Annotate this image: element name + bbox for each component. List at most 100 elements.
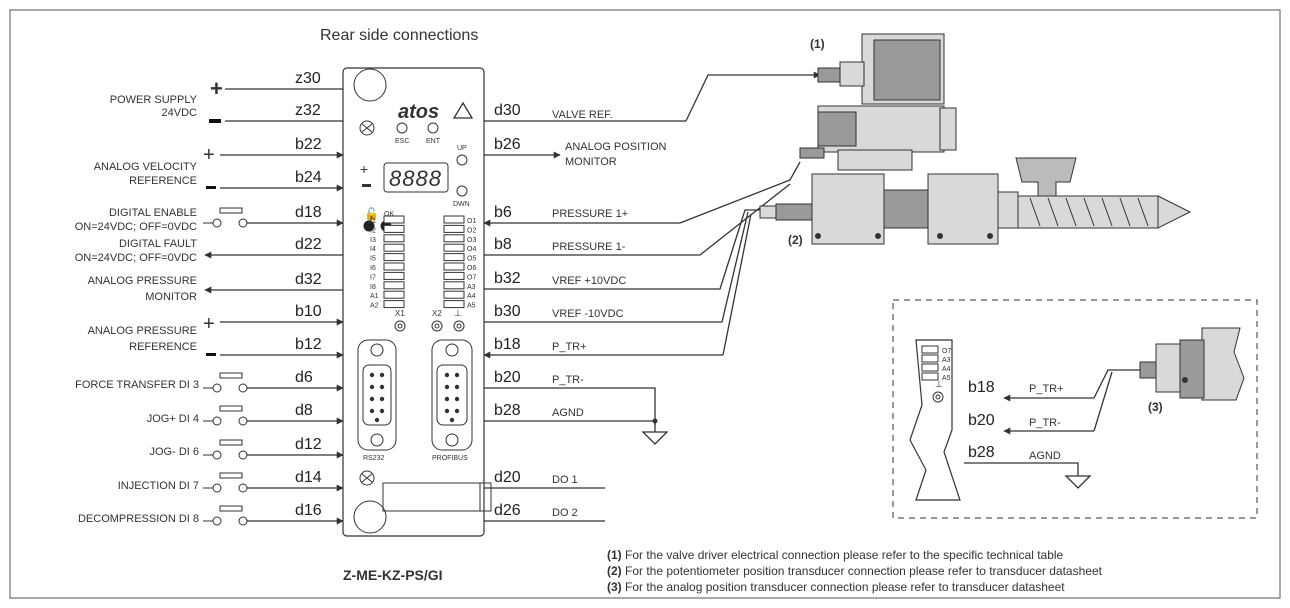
led-label: I2 [370, 227, 376, 234]
ground-socket[interactable] [453, 320, 465, 332]
esc-button[interactable] [396, 122, 408, 134]
lock-icon: 🔓 [364, 207, 379, 221]
dwn-button[interactable] [456, 185, 468, 197]
pin-b6: b6 [494, 204, 512, 221]
x1-label: X1 [395, 309, 405, 318]
pin-d6: d6 [295, 369, 313, 386]
led-label: I4 [370, 246, 376, 253]
pin-b12: b12 [295, 336, 322, 353]
led-indicator [383, 262, 405, 271]
profibus-connector[interactable] [431, 339, 473, 451]
output-slot [382, 482, 492, 512]
pin-b8: b8 [494, 236, 512, 253]
led-indicator [383, 224, 405, 233]
pin-d16: d16 [295, 502, 322, 519]
svg-text:+: + [203, 144, 215, 166]
led-indicator [383, 290, 405, 299]
led-indicator [383, 271, 405, 280]
bottom-mount-hole [353, 500, 387, 534]
led-indicator [443, 234, 465, 243]
svg-text:+: + [203, 313, 215, 335]
pin-b28: b28 [494, 402, 521, 419]
label-agnd: AGND [552, 407, 584, 419]
top-screw-icon [359, 120, 375, 136]
inset-label-agnd: AGND [1029, 450, 1061, 462]
ent-button[interactable] [427, 122, 439, 134]
inset-led-indicator [921, 363, 939, 372]
switch-contact [219, 372, 243, 379]
pin-b24: b24 [295, 169, 322, 186]
label-jog-minus: JOG- DI 6 [149, 446, 199, 458]
x2-socket[interactable] [431, 320, 443, 332]
label-analog-pressure-ref: ANALOG PRESSURE [88, 325, 197, 337]
label-analog-position-monitor: MONITOR [565, 156, 617, 168]
label-analog-pressure-ref-2: REFERENCE [129, 341, 197, 353]
inset-led-indicator [921, 354, 939, 363]
led-indicator [383, 253, 405, 262]
up-button[interactable] [456, 154, 468, 166]
label-vref-plus: VREF +10VDC [552, 275, 626, 287]
led-label: A5 [467, 303, 476, 310]
led-indicator [383, 234, 405, 243]
left-wiring: + z30 z32 + b22 b24 d18 d22 d32 + b10 b1… [203, 70, 344, 526]
footnotes: (1) For the valve driver electrical conn… [607, 548, 1103, 594]
rs232-connector[interactable] [357, 339, 397, 451]
inset-led-label: A5 [942, 375, 951, 382]
led-label: I1 [370, 218, 376, 225]
led-indicator [383, 300, 405, 309]
led-label: O3 [467, 237, 476, 244]
page-title: Rear side connections [320, 27, 478, 44]
switch-contact [219, 439, 243, 446]
callout-1: (1) [810, 37, 825, 51]
brand-triangle-icon [452, 101, 474, 119]
led-indicator [443, 271, 465, 280]
note-2: (2) For the potentiometer position trans… [607, 564, 1103, 578]
x2-label: X2 [432, 309, 442, 318]
label-ptr-minus: P_TR- [552, 374, 584, 386]
led-label: O7 [467, 274, 476, 281]
led-label: A1 [370, 293, 379, 300]
led-indicator [443, 253, 465, 262]
label-force-transfer: FORCE TRANSFER DI 3 [75, 379, 199, 391]
left-labels: POWER SUPPLY 24VDC ANALOG VELOCITY REFER… [75, 94, 199, 525]
switch-contact [219, 405, 243, 412]
seven-segment-display [383, 162, 449, 193]
label-injection: INJECTION DI 7 [118, 480, 199, 492]
svg-text:+: + [210, 76, 223, 101]
pin-b22: b22 [295, 136, 322, 153]
note-1: (1) For the valve driver electrical conn… [607, 548, 1064, 562]
led-indicator [443, 243, 465, 252]
ok-label: OK [384, 211, 394, 218]
ground-symbol-icon: ⊥ [454, 308, 462, 318]
label-power-supply: POWER SUPPLY [110, 94, 198, 106]
inset-pin-b18: b18 [968, 379, 995, 396]
inset-label-ptr-plus: P_TR+ [1029, 383, 1064, 395]
note-3: (3) For the analog position transducer c… [607, 580, 1065, 594]
display-value: 8888 [389, 166, 442, 191]
x1-socket[interactable] [394, 320, 406, 332]
label-ptr-plus: P_TR+ [552, 341, 587, 353]
pin-b30: b30 [494, 303, 521, 320]
led-indicator [443, 300, 465, 309]
esc-label: ESC [395, 138, 409, 145]
pin-d18: d18 [295, 204, 322, 221]
label-valve-ref: VALVE REF. [552, 109, 613, 121]
label-analog-pressure-monitor: ANALOG PRESSURE [88, 275, 197, 287]
label-digital-enable: DIGITAL ENABLE [109, 207, 197, 219]
led-label: I7 [370, 274, 376, 281]
led-indicator [443, 215, 465, 224]
label-vref-minus: VREF -10VDC [552, 308, 624, 320]
label-do2: DO 2 [552, 507, 578, 519]
brand-logo: atos [398, 101, 439, 123]
led-label: O6 [467, 265, 476, 272]
switch-contact [219, 505, 243, 512]
inset-label-ptr-minus: P_TR- [1029, 417, 1061, 429]
callout-2: (2) [788, 233, 803, 247]
dwn-label: DWN [453, 201, 470, 208]
led-label: I5 [370, 256, 376, 263]
pin-b10: b10 [295, 303, 322, 320]
label-decompression: DECOMPRESSION DI 8 [78, 513, 199, 525]
profibus-label: PROFIBUS [432, 455, 468, 462]
